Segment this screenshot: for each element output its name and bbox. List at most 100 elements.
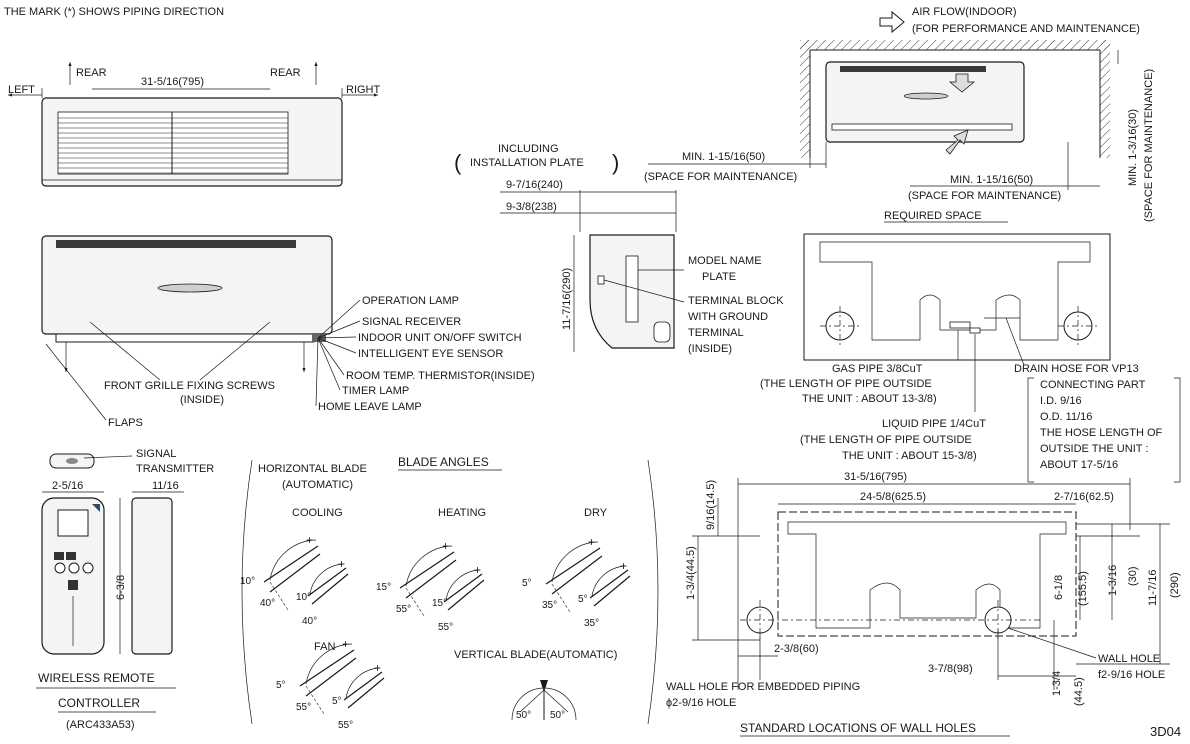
hole-dim-30b: (30): [1127, 566, 1139, 586]
terminal-block-label: TERMINAL BLOCK: [688, 295, 784, 307]
plus-sign: +: [338, 557, 345, 571]
hole-dim-155b: (155.5): [1077, 571, 1089, 606]
remote-width: 2-5/16: [52, 480, 83, 492]
liquid-pipe-label: LIQUID PIPE 1/4CuT: [882, 418, 986, 430]
angle-value: 5°: [522, 578, 532, 589]
callout-leader: [317, 337, 341, 391]
remote-depth: 11/16: [152, 480, 179, 492]
remote-controller-view: SIGNAL TRANSMITTER 2-5/16 11/16 6-3/8 WI…: [36, 448, 214, 731]
callout-leader: [317, 299, 361, 339]
blade-angles-title: BLADE ANGLES: [398, 455, 489, 469]
callout-label: HOME LEAVE LAMP: [318, 401, 422, 413]
blade-angles-view: HORIZONTAL BLADE (AUTOMATIC) BLADE ANGLE…: [240, 455, 659, 731]
top-view: LEFT RIGHT REAR REAR 31-5/16(795): [7, 62, 381, 187]
angle-value: 40°: [302, 616, 317, 627]
intake-air-arrow-icon: [948, 73, 976, 93]
gas-pipe-label: GAS PIPE 3/8CuT: [832, 363, 923, 375]
top-width-dimension: 31-5/16(795): [141, 76, 204, 88]
flap-panel: [55, 333, 315, 343]
hole-dim-290a: 11-7/16: [1147, 570, 1159, 607]
blade-angle-glyph: ++5°55°5°55°: [276, 637, 385, 731]
cooling-label: COOLING: [292, 507, 343, 519]
embedded-hole-size: ϕ2-9/16 HOLE: [666, 697, 736, 709]
brand-logo-icon: [92, 504, 100, 512]
paren-left: (: [454, 150, 462, 175]
right-wall-hatch: [1100, 40, 1110, 158]
paren-right: ): [612, 150, 619, 175]
installation-plate-label: INSTALLATION PLATE: [470, 157, 584, 169]
plus-sign: +: [342, 637, 349, 651]
side-depth-240: 9-7/16(240): [506, 179, 563, 191]
remote-height: 6-3/8: [115, 575, 127, 600]
plus-sign: +: [374, 661, 381, 675]
installation-plate-view: [803, 233, 1111, 361]
side-height-290: 11-7/16(290): [561, 268, 573, 330]
remote-title-1: WIRELESS REMOTE: [38, 671, 155, 685]
front-view: [41, 235, 333, 372]
space-top-label: (SPACE FOR MAINTENANCE): [1143, 69, 1155, 222]
gas-pipe-port: [949, 321, 971, 329]
remote-display: [57, 509, 89, 537]
wall-plate-outline: [777, 511, 1077, 637]
required-space-intake: [840, 66, 986, 72]
min-top-dimension: MIN. 1-3/16(30): [1127, 109, 1139, 186]
air-flow-label: AIR FLOW(INDOOR): [912, 6, 1017, 18]
terminal-block: [597, 275, 605, 285]
callout-leader: [317, 320, 361, 339]
angle-value: 15°: [432, 598, 447, 609]
wall-holes-title: STANDARD LOCATIONS OF WALL HOLES: [740, 721, 976, 735]
hole-dim-44b-a: 1-3/4: [1051, 671, 1063, 696]
dry-label: DRY: [584, 507, 608, 519]
outlet-air-arrow-icon: [945, 129, 969, 155]
front-air-intake: [56, 240, 296, 248]
plate-cutout: [819, 241, 1091, 341]
blade-angle-glyph: ++10°40°10°40°: [240, 533, 349, 627]
wall-holes-view: 31-5/16(795) 24-5/8(625.5) 2-7/16(62.5) …: [666, 471, 1181, 737]
required-space-view: AIR FLOW(INDOOR) (FOR PERFORMANCE AND MA…: [644, 6, 1155, 223]
plus-sign: +: [474, 563, 481, 577]
angle-value: 5°: [276, 680, 286, 691]
hole-dim-290b: (290): [1169, 572, 1181, 598]
left-wall-hatch: [800, 40, 810, 158]
blade-bracket-right: [647, 459, 659, 725]
wall-hole-label: WALL HOLE: [1098, 653, 1160, 665]
blade-bracket-left: [241, 459, 253, 725]
transmitter-label: TRANSMITTER: [136, 463, 214, 475]
hole-dim-44b-b: (44.5): [1073, 677, 1085, 706]
terminal-inside-label: (INSIDE): [688, 343, 732, 355]
remote-title-2: CONTROLLER: [58, 696, 140, 710]
callout-label: INTELLIGENT EYE SENSOR: [358, 348, 503, 360]
heating-label: HEATING: [438, 507, 486, 519]
angle-value: 55°: [396, 604, 411, 615]
connecting-part-line: CONNECTING PART: [1040, 379, 1146, 391]
model-name-label: MODEL NAME: [688, 255, 762, 267]
angle-value: 40°: [260, 598, 275, 609]
min-right-dimension: MIN. 1-15/16(50): [950, 174, 1033, 186]
rear-label-right: REAR: [270, 67, 301, 79]
rear-label-left: REAR: [76, 67, 107, 79]
fan-label: FAN: [314, 641, 335, 653]
vertical-angle-right: 50°: [550, 710, 565, 721]
ceiling-hatch: [800, 40, 1110, 50]
min-left-dimension: MIN. 1-15/16(50): [682, 151, 765, 163]
plus-sign: +: [442, 539, 449, 553]
plus-sign: +: [588, 535, 595, 549]
hole-dim-625: 24-5/8(625.5): [860, 491, 926, 503]
front-grille-screws-inside: (INSIDE): [180, 394, 224, 406]
ground-label: WITH GROUND: [688, 311, 768, 323]
plus-sign: +: [620, 559, 627, 573]
angle-value: 15°: [376, 582, 391, 593]
angle-value: 35°: [584, 618, 599, 629]
connecting-part-line: ABOUT 17-5/16: [1040, 459, 1118, 471]
hole-dim-30a: 1-3/16: [1107, 565, 1119, 596]
flaps-label: FLAPS: [108, 417, 143, 429]
piping-direction-note: THE MARK (*) SHOWS PIPING DIRECTION: [4, 6, 224, 18]
plus-sign: +: [306, 533, 313, 547]
model-plate-label: PLATE: [702, 271, 736, 283]
liquid-pipe-note1: (THE LENGTH OF PIPE OUTSIDE: [800, 434, 972, 446]
hole-dim-98: 3-7/8(98): [928, 663, 973, 675]
blade-angle-glyph: ++15°55°15°55°: [376, 539, 485, 633]
